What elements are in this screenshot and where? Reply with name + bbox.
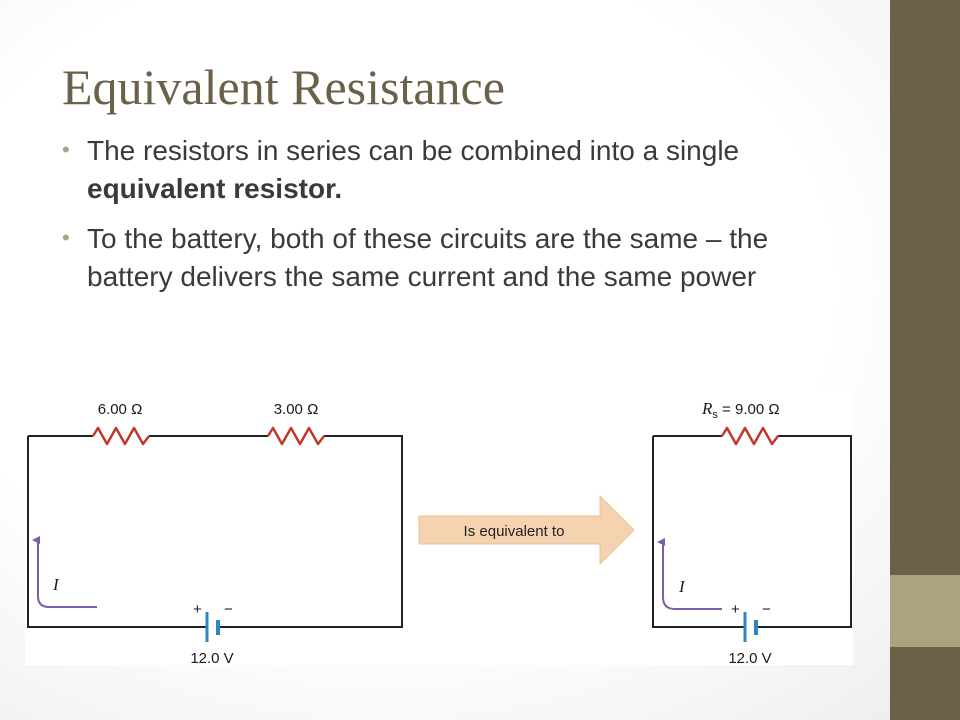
left-circuit-wires	[27, 435, 403, 628]
battery-plus-label: +	[731, 601, 740, 618]
equivalent-resistance-label: Rs = 9.00 Ω	[701, 399, 780, 421]
right-circuit: Rs = 9.00 Ω I + − 12.0 V	[652, 399, 852, 665]
equivalence-arrow: Is equivalent to	[418, 494, 635, 566]
bullet-2-text: To the battery, both of these circuits a…	[87, 223, 769, 292]
resistor-3-ohm-label: 3.00 Ω	[274, 401, 319, 418]
left-circuit: 6.00 Ω 3.00 Ω I + − 12.0 V	[27, 401, 403, 665]
sidebar-band-bottom	[890, 647, 960, 720]
battery-icon	[743, 612, 758, 642]
rs-value: = 9.00 Ω	[718, 401, 780, 418]
arrow-shape-icon	[418, 494, 635, 566]
circuit-figure: 6.00 Ω 3.00 Ω I + − 12.0 V Is equivalent…	[25, 392, 853, 665]
resistor-6-ohm-icon	[91, 426, 150, 446]
sidebar-band-top	[890, 0, 960, 575]
bullet-1-bold-text: equivalent resistor.	[87, 173, 343, 204]
rs-subscript: s	[712, 409, 718, 421]
bullet-item-2: • To the battery, both of these circuits …	[62, 220, 822, 296]
bullet-list: • The resistors in series can be combined…	[62, 132, 822, 308]
slide-title: Equivalent Resistance	[62, 59, 505, 115]
resistor-6-ohm-label: 6.00 Ω	[98, 401, 143, 418]
sidebar-band-middle	[890, 575, 960, 647]
bullet-dot-icon: •	[62, 225, 70, 250]
right-circuit-wires	[652, 435, 852, 628]
battery-voltage-label: 12.0 V	[728, 650, 771, 665]
circuit-diagram: 6.00 Ω 3.00 Ω I + − 12.0 V Is equivalent…	[27, 399, 852, 665]
battery-minus-label: −	[762, 601, 771, 618]
current-arrow-icon	[32, 536, 97, 608]
current-arrow-icon	[657, 538, 722, 610]
arrow-label: Is equivalent to	[464, 523, 565, 540]
rs-symbol: R	[701, 399, 713, 418]
bullet-dot-icon: •	[62, 137, 70, 162]
bullet-1-text: The resistors in series can be combined …	[87, 135, 740, 166]
battery-icon	[205, 612, 220, 642]
current-label: I	[678, 577, 686, 596]
battery-plus-label: +	[193, 601, 202, 618]
current-label: I	[52, 575, 60, 594]
resistor-3-ohm-icon	[266, 426, 325, 446]
resistor-equivalent-icon	[720, 426, 779, 446]
battery-voltage-label: 12.0 V	[190, 650, 233, 665]
bullet-item-1: • The resistors in series can be combined…	[62, 132, 822, 208]
battery-minus-label: −	[224, 601, 233, 618]
